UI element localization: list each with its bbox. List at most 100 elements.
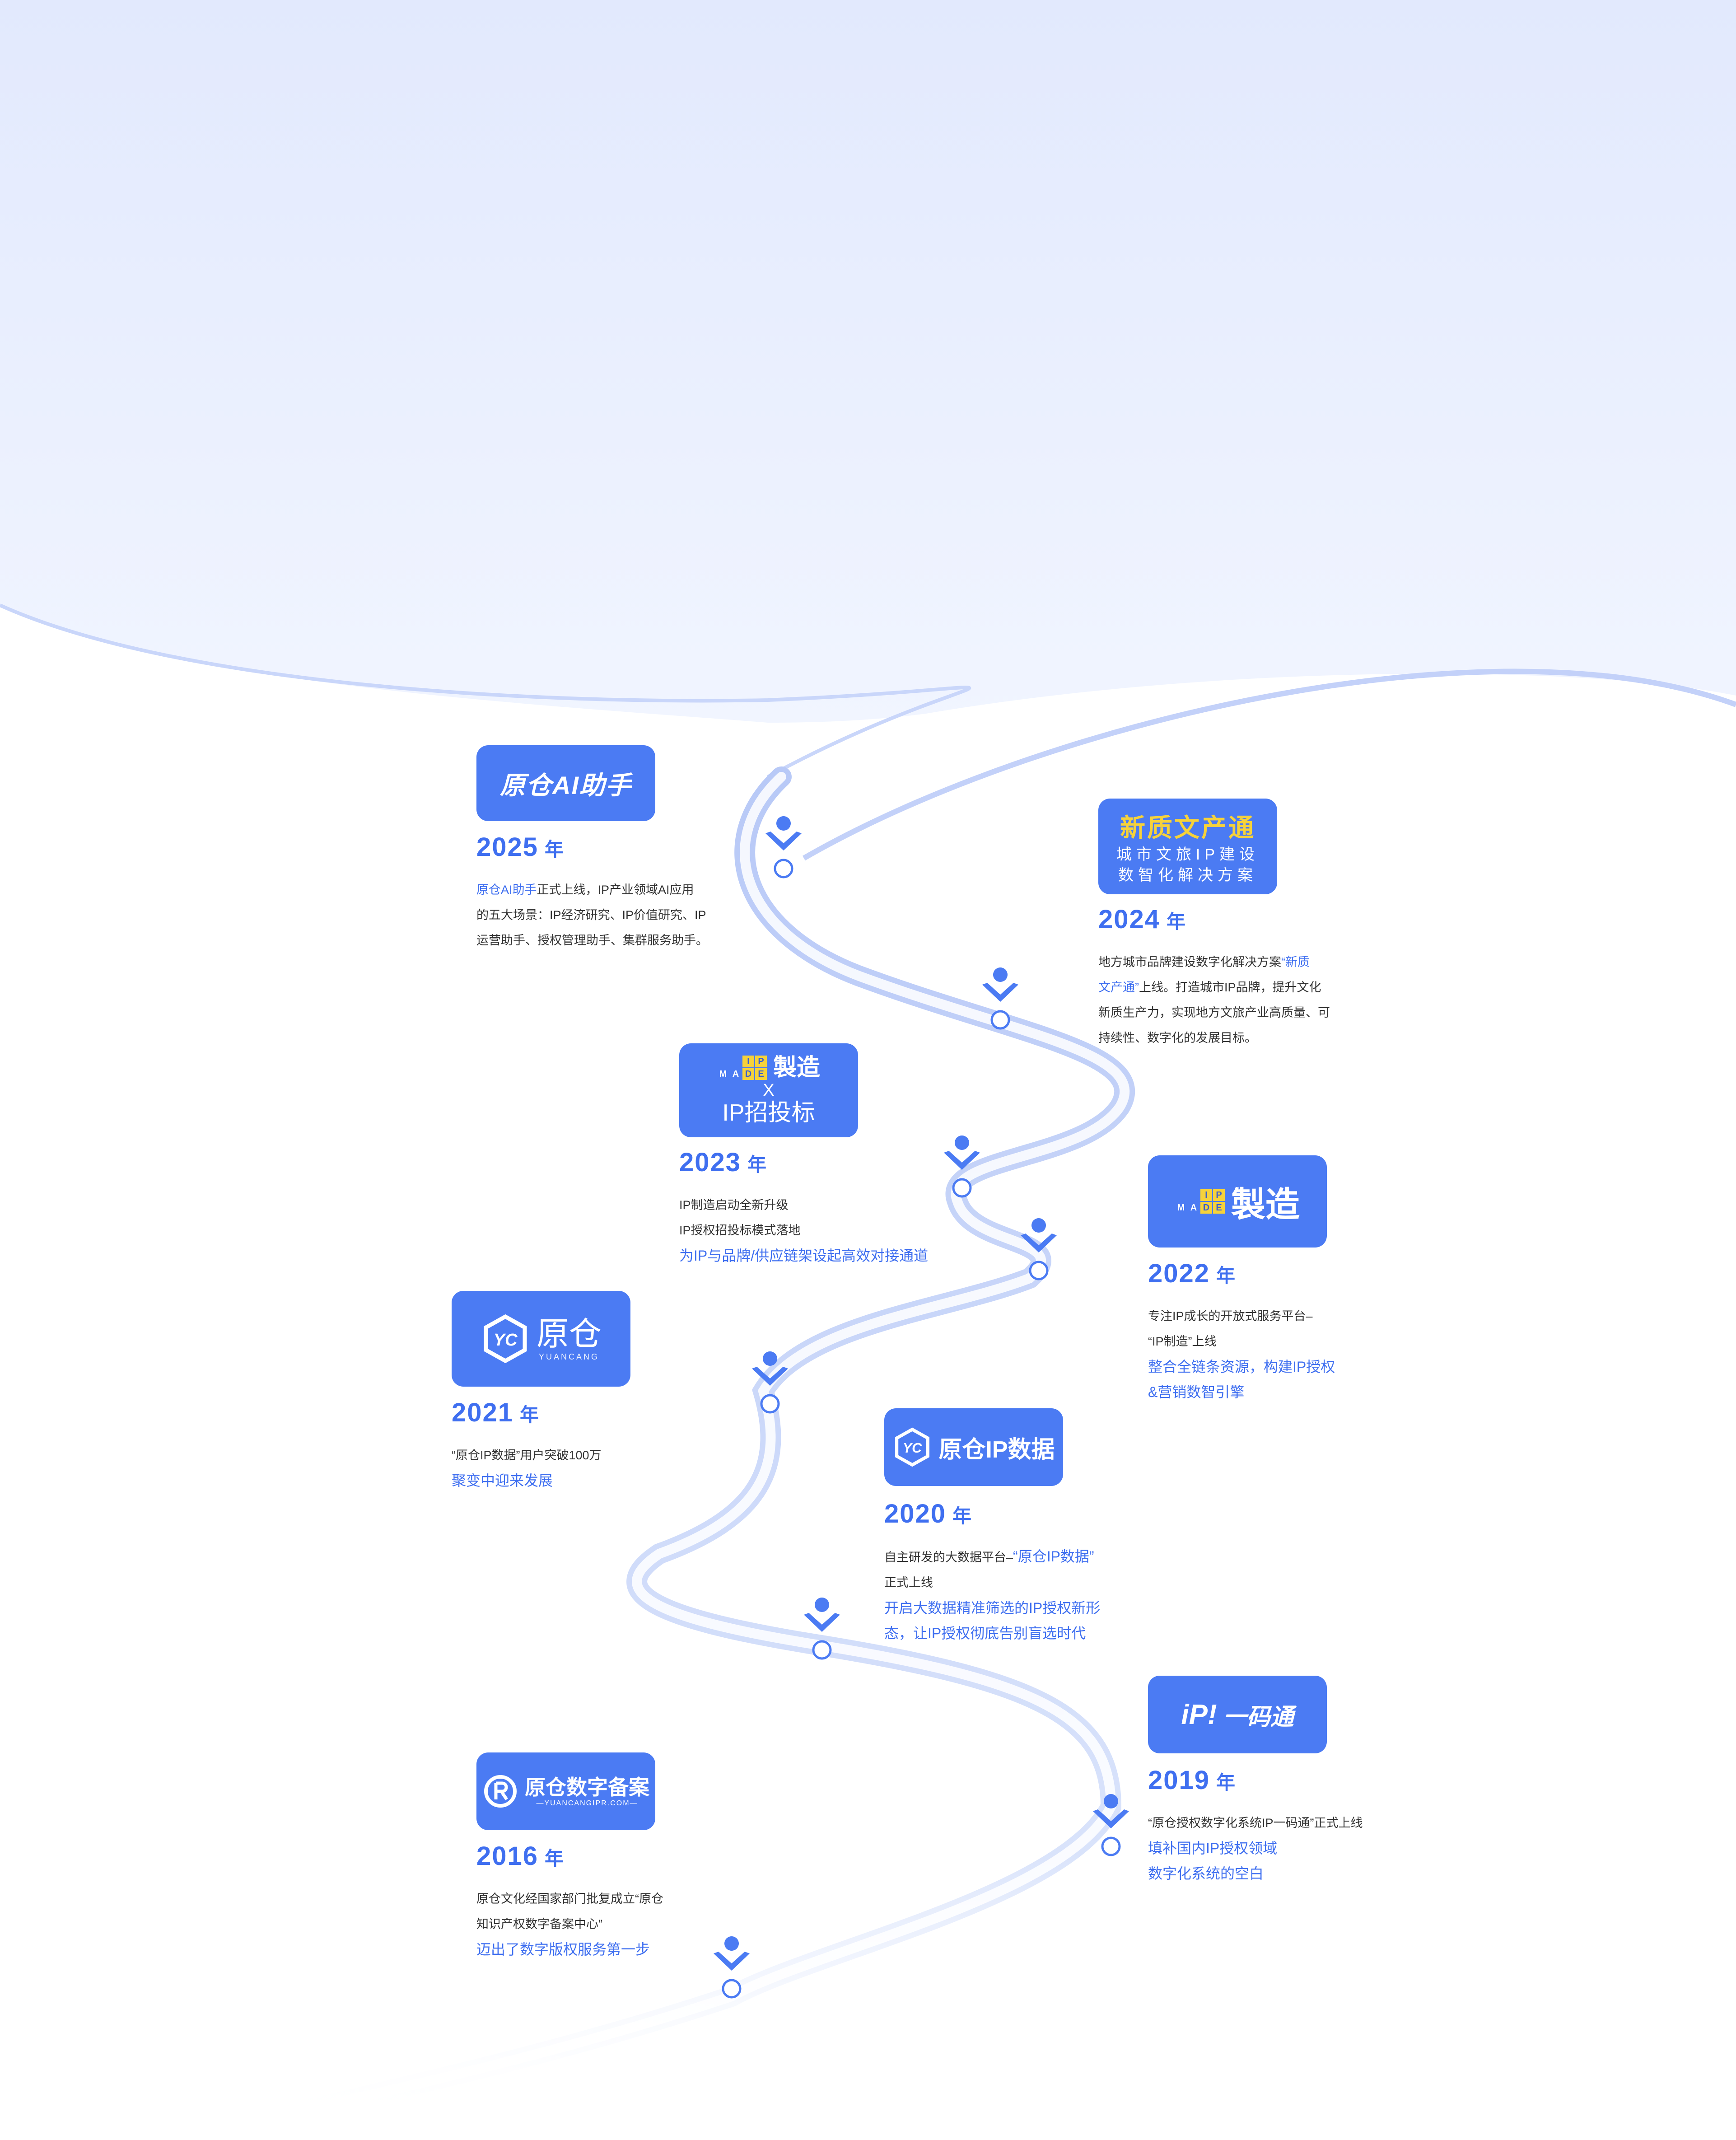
timeline-pin-icon [1093, 1794, 1129, 1856]
desc-line: IP制造启动全新升级 [679, 1198, 789, 1212]
desc-highlight: 填补国内IP授权领域 [1148, 1840, 1278, 1856]
desc-line: 地方城市品牌建设数字化解决方案 [1098, 955, 1281, 969]
made-brand: I P M A D E 製造 [717, 1054, 820, 1081]
yc-hex-logo-icon: YC [484, 1314, 527, 1364]
desc-line: 正式上线 [884, 1576, 933, 1589]
desc-line: 运营助手、授权管理助手、集群服务助手。 [476, 934, 708, 947]
desc-highlight: 态，让IP授权彻底告别盲选时代 [884, 1625, 1086, 1641]
year-number: 2020 [884, 1499, 947, 1528]
desc-line: IP授权招投标模式落地 [679, 1224, 801, 1237]
made-letter: A [1190, 1203, 1197, 1213]
r-circle-logo-icon [484, 1775, 517, 1808]
badge-brand: 製造 [1231, 1186, 1300, 1224]
badge-ip-yimatong: iP! 一码通 [1148, 1676, 1327, 1753]
made-grid-icon: I P M A D E [1175, 1189, 1225, 1214]
year-number: 2022 [1148, 1259, 1210, 1288]
timeline-road-inner [248, 772, 1130, 2128]
badge-xinzhi-wenchantong: 新质文产通 城市文旅IP建设 数智化解决方案 [1098, 799, 1277, 894]
year-unit: 年 [747, 1154, 768, 1175]
year-number: 2025 [476, 832, 539, 862]
year-number: 2016 [476, 1841, 539, 1871]
badge-sub: IP招投标 [722, 1100, 815, 1126]
ip-letter: P [755, 1056, 767, 1067]
timeline-pin-icon [804, 1598, 840, 1660]
year-unit: 年 [545, 1848, 565, 1869]
desc-2021: “原仓IP数据”用户突破100万 聚变中迎来发展 [452, 1443, 602, 1493]
desc-highlight: 原仓AI助手 [476, 883, 537, 897]
badge-sub: —YUANCANGIPR.COM— [536, 1799, 638, 1807]
desc-2020: 自主研发的大数据平台–“原仓IP数据” 正式上线 开启大数据精准筛选的IP授权新… [884, 1544, 1100, 1646]
yc-hex-logo-icon: YC [895, 1427, 930, 1467]
desc-line: 专注IP成长的开放式服务平台– [1148, 1309, 1313, 1323]
year-2024: 2024 年 [1098, 904, 1186, 934]
made-letter: A [732, 1069, 739, 1079]
desc-2016: 原仓文化经国家部门批复成立“原仓 知识产权数字备案中心” 迈出了数字版权服务第一… [476, 1886, 663, 1962]
ip-letter: I [1200, 1189, 1212, 1201]
made-letter: M [1177, 1203, 1185, 1213]
desc-2024: 地方城市品牌建设数字化解决方案“新质 文产通”上线。打造城市IP品牌，提升文化 … [1098, 949, 1330, 1051]
filing-brand: 原仓数字备案 —YUANCANGIPR.COM— [482, 1773, 649, 1809]
made-letter: M [719, 1069, 727, 1079]
desc-2019: “原仓授权数字化系统IP一码通”正式上线 填补国内IP授权领域 数字化系统的空白 [1148, 1810, 1363, 1886]
ip-letter: P [1213, 1189, 1225, 1201]
desc-line: 持续性、数字化的发展目标。 [1098, 1031, 1257, 1045]
badge-title: 一码通 [1223, 1704, 1294, 1730]
year-2019: 2019 年 [1148, 1765, 1236, 1795]
year-number: 2019 [1148, 1766, 1210, 1795]
horizon-line-right [803, 668, 1736, 861]
badge-digital-filing: 原仓数字备案 —YUANCANGIPR.COM— [476, 1752, 655, 1830]
timeline-pin-icon [714, 1936, 750, 1999]
desc-highlight: 数字化系统的空白 [1148, 1865, 1264, 1882]
timeline-pin-icon [765, 816, 802, 878]
year-unit: 年 [520, 1404, 540, 1425]
desc-highlight: 聚变中迎来发展 [452, 1472, 553, 1489]
desc-line: “原仓IP数据”用户突破100万 [452, 1448, 602, 1462]
year-unit: 年 [1216, 1772, 1237, 1793]
badge-title: 新质文产通 [1120, 814, 1255, 842]
badge-title: 原仓IP数据 [938, 1436, 1055, 1463]
desc-2023: IP制造启动全新升级 IP授权招投标模式落地 为IP与品牌/供应链架设起高效对接… [679, 1192, 928, 1268]
year-number: 2021 [452, 1398, 514, 1427]
year-number: 2024 [1098, 905, 1161, 934]
ip-mark-icon: iP! [1181, 1699, 1217, 1730]
year-2021: 2021 年 [452, 1397, 540, 1428]
desc-2025: 原仓AI助手正式上线，IP产业领域AI应用 的五大场景：IP经济研究、IP价值研… [476, 877, 708, 953]
desc-highlight: 整合全链条资源，构建IP授权 [1148, 1359, 1335, 1375]
badge-brand: 製造 [773, 1055, 820, 1081]
desc-highlight: &营销数智引擎 [1148, 1384, 1245, 1400]
desc-highlight: “原仓IP数据” [1013, 1548, 1094, 1565]
year-2016: 2016 年 [476, 1841, 565, 1871]
year-number: 2023 [679, 1148, 742, 1177]
badge-title: 原仓 [536, 1316, 602, 1352]
timeline-pin-icon [752, 1351, 788, 1414]
desc-line: 上线。打造城市IP品牌，提升文化 [1139, 981, 1321, 994]
badge-x: X [763, 1081, 775, 1100]
svg-text:YC: YC [494, 1331, 518, 1350]
badge-yuancang: YC 原仓 YUANCANG [452, 1291, 630, 1387]
year-unit: 年 [1167, 911, 1187, 932]
ip-letter: I [742, 1056, 754, 1067]
desc-highlight: “新质 [1281, 955, 1310, 969]
badge-sub: YUANCANG [538, 1352, 599, 1361]
made-letter: D [1200, 1202, 1212, 1214]
desc-highlight: 迈出了数字版权服务第一步 [476, 1941, 650, 1958]
made-letter: E [1213, 1202, 1225, 1214]
desc-line: 知识产权数字备案中心” [476, 1917, 602, 1931]
desc-highlight: 为IP与品牌/供应链架设起高效对接通道 [679, 1248, 929, 1264]
badge-title: 原仓AI助手 [500, 771, 632, 799]
badge-sub: 数智化解决方案 [1118, 866, 1257, 884]
desc-line: 自主研发的大数据平台– [884, 1551, 1013, 1564]
desc-line: “IP制造”上线 [1148, 1335, 1217, 1348]
desc-line: “原仓授权数字化系统IP一码通”正式上线 [1148, 1816, 1363, 1830]
timeline-pin-icon [982, 967, 1018, 1030]
desc-line: 新质生产力，实现地方文旅产业高质量、可 [1098, 1006, 1330, 1019]
desc-highlight: 文产通” [1098, 981, 1139, 994]
horizon-line [0, 603, 971, 779]
badge-ip-made: I P M A D E 製造 [1148, 1155, 1327, 1248]
made-grid-icon: I P M A D E [717, 1056, 767, 1080]
desc-highlight: 开启大数据精准筛选的IP授权新形 [884, 1600, 1101, 1616]
